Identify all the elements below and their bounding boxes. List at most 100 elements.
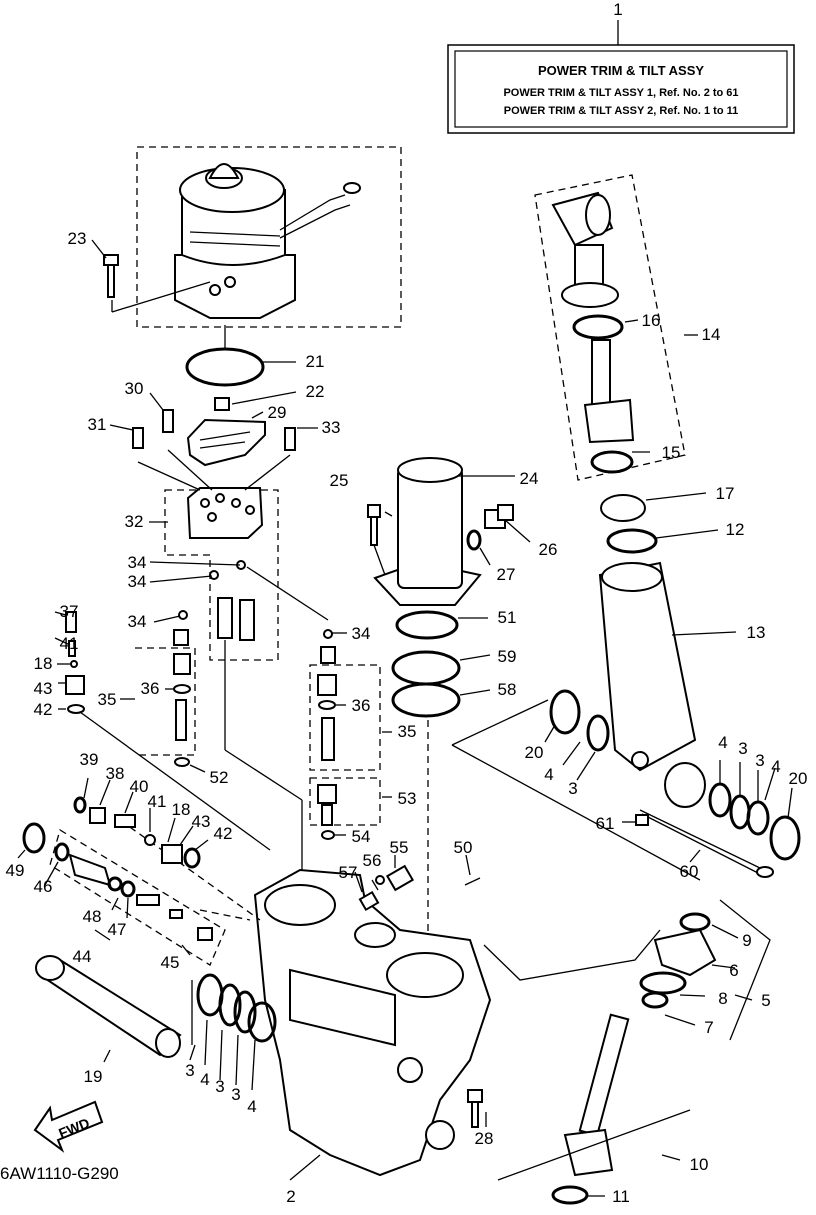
callout-9: 9 — [742, 931, 751, 950]
callout-15: 15 — [662, 443, 681, 462]
callout-46: 46 — [34, 877, 53, 896]
callout-3-b: 3 — [738, 739, 747, 758]
callout-27: 27 — [497, 565, 516, 584]
callout-41-b: 41 — [148, 792, 167, 811]
callout-20-b: 20 — [789, 769, 808, 788]
callout-42-b: 42 — [214, 824, 233, 843]
callout-28: 28 — [475, 1129, 494, 1148]
callout-43-a: 43 — [34, 679, 53, 698]
callout-59: 59 — [498, 647, 517, 666]
callout-54: 54 — [352, 827, 371, 846]
callout-11: 11 — [612, 1187, 630, 1206]
callout-36-a: 36 — [141, 679, 160, 698]
callout-41-a: 41 — [60, 634, 79, 653]
callout-3-f: 3 — [231, 1085, 240, 1104]
callout-34-c: 34 — [128, 612, 147, 631]
callout-12: 12 — [726, 520, 745, 539]
callout-61: 61 — [596, 814, 615, 833]
callout-10: 10 — [690, 1155, 709, 1174]
callout-34-a: 34 — [128, 553, 147, 572]
callout-3-e: 3 — [215, 1077, 224, 1096]
callout-45: 45 — [161, 953, 180, 972]
callout-56: 56 — [363, 851, 382, 870]
callout-50: 50 — [454, 838, 473, 857]
callout-22: 22 — [306, 382, 325, 401]
fwd-arrow: FWD — [33, 1100, 104, 1153]
callout-7: 7 — [704, 1018, 713, 1037]
callout-35-b: 35 — [398, 722, 417, 741]
callout-14: 14 — [702, 325, 721, 344]
callout-36-b: 36 — [352, 696, 371, 715]
assy-title: POWER TRIM & TILT ASSY — [538, 63, 704, 78]
callout-6: 6 — [729, 961, 738, 980]
callout-numbers: 23 21 22 30 29 31 33 32 34 34 34 34 25 2… — [6, 229, 808, 1206]
callout-8: 8 — [718, 989, 727, 1008]
callout-32: 32 — [125, 512, 144, 531]
callout-26: 26 — [539, 540, 558, 559]
callout-4-d: 4 — [200, 1070, 209, 1089]
callout-19: 19 — [84, 1067, 103, 1086]
o-ring-21 — [185, 347, 265, 387]
callout-52: 52 — [210, 768, 229, 787]
callout-42-a: 42 — [34, 700, 53, 719]
callout-39: 39 — [80, 750, 99, 769]
callout-53: 53 — [398, 789, 417, 808]
callout-2: 2 — [286, 1187, 295, 1206]
callout-4-a: 4 — [544, 765, 553, 784]
leader-lines — [17, 239, 793, 1197]
callout-37: 37 — [60, 602, 79, 621]
tilt-cylinder — [534, 174, 706, 808]
callout-47: 47 — [108, 920, 127, 939]
bushings-right — [451, 689, 801, 881]
callout-35-a: 35 — [98, 690, 117, 709]
callout-18-a: 18 — [34, 654, 53, 673]
assy-line-1: POWER TRIM & TILT ASSY 1, Ref. No. 2 to … — [503, 87, 738, 99]
manual-valve-group — [22, 796, 226, 966]
trim-cylinder — [497, 899, 771, 1205]
callout-44: 44 — [73, 947, 92, 966]
callout-4-b: 4 — [718, 733, 727, 752]
callout-25: 25 — [330, 471, 349, 490]
callout-38: 38 — [106, 764, 125, 783]
callout-58: 58 — [498, 680, 517, 699]
bolt-23 — [103, 254, 211, 313]
callout-4-e: 4 — [247, 1097, 256, 1116]
callout-30: 30 — [125, 379, 144, 398]
title-box: 1 POWER TRIM & TILT ASSY POWER TRIM & TI… — [447, 0, 795, 134]
pin-19 — [35, 955, 277, 1058]
motor-assembly — [136, 146, 402, 328]
small-parts — [358, 864, 661, 981]
callout-49: 49 — [6, 861, 25, 880]
callout-3-c: 3 — [755, 751, 764, 770]
title-box-ref: 1 — [613, 0, 622, 19]
callout-3-a: 3 — [568, 779, 577, 798]
callout-51: 51 — [498, 608, 517, 627]
callout-24: 24 — [520, 469, 539, 488]
valve-set-right — [309, 646, 381, 840]
valve-set-left — [65, 611, 271, 851]
callout-20-a: 20 — [525, 743, 544, 762]
diagram-code: 6AW1110-G290 — [0, 1164, 119, 1183]
callout-31: 31 — [88, 415, 107, 434]
callout-17: 17 — [716, 484, 735, 503]
callout-55: 55 — [390, 838, 409, 857]
callout-13: 13 — [747, 623, 766, 642]
pump-assembly — [132, 397, 333, 880]
callout-40: 40 — [130, 777, 149, 796]
callout-57: 57 — [339, 863, 358, 882]
assy-line-2: POWER TRIM & TILT ASSY 2, Ref. No. 1 to … — [504, 105, 739, 117]
callout-16: 16 — [642, 311, 661, 330]
callout-60: 60 — [680, 862, 699, 881]
callout-5: 5 — [761, 991, 770, 1010]
callout-43-b: 43 — [192, 812, 211, 831]
callout-29: 29 — [268, 403, 287, 422]
reservoir — [367, 457, 514, 1000]
main-body — [119, 819, 492, 1177]
callout-34-b: 34 — [128, 572, 147, 591]
callout-4-c: 4 — [771, 757, 780, 776]
callout-3-d: 3 — [185, 1061, 194, 1080]
callout-34-d: 34 — [352, 624, 371, 643]
callout-21: 21 — [306, 352, 325, 371]
callout-33: 33 — [322, 418, 341, 437]
